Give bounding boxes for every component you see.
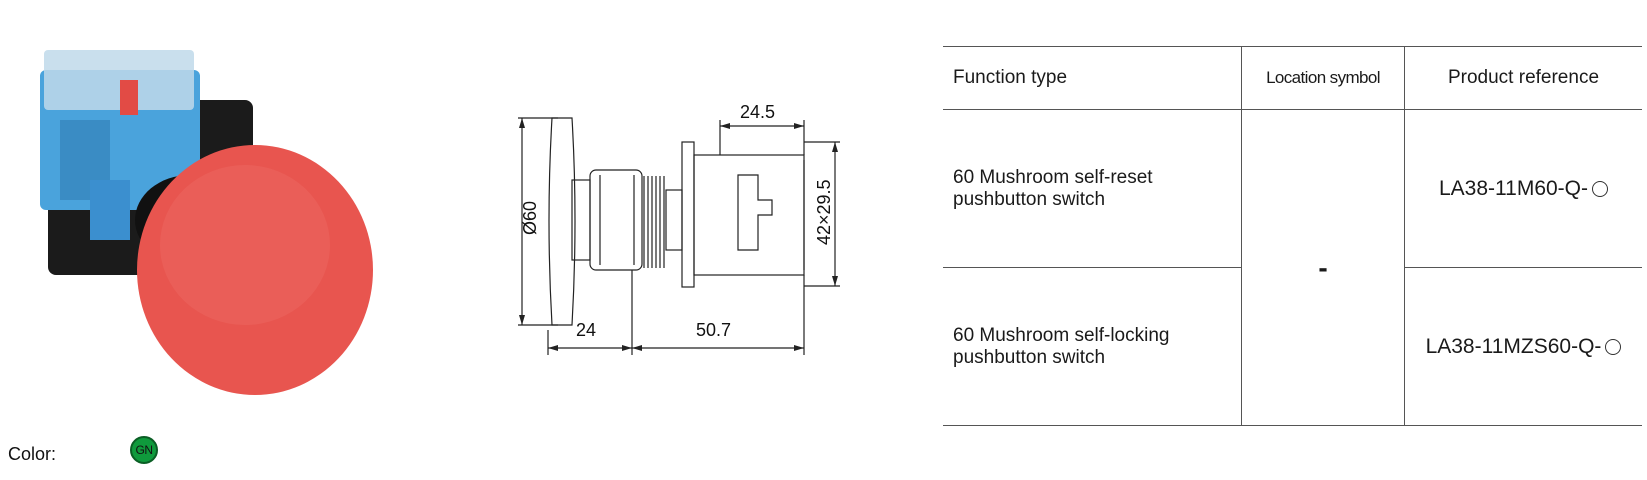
arrow-icon [548,345,558,351]
bezel [589,169,643,271]
table-header-row: Function type Location symbol Product re… [943,46,1642,110]
product-reference-cell: LA38-11M60-Q- [1404,109,1642,268]
spec-table: Function type Location symbol Product re… [943,46,1642,426]
table-row: 60 Mushroom self-locking pushbutton swit… [943,267,1642,426]
circle-placeholder-icon [1592,180,1608,197]
arrow-icon [832,276,838,286]
location-symbol-cell: - [1241,109,1405,426]
arrow-icon [622,345,632,351]
color-swatch-green[interactable]: GN [130,436,158,464]
header-function-type: Function type [943,46,1242,110]
header-location-symbol: Location symbol [1241,46,1405,110]
head-profile [548,117,576,326]
dim-diameter-label: Ø60 [520,201,540,235]
thread-lines [643,176,665,268]
table-row: 60 Mushroom self-reset pushbutton switch… [943,109,1642,426]
dimension-drawing: Ø60 24.5 42×29.5 24 50.7 [518,102,840,355]
arrow-icon [519,315,525,325]
contact-spring [120,80,138,115]
dim-block-size-label: 42×29.5 [814,179,834,245]
function-line: pushbutton switch [953,188,1106,210]
product-reference-value: LA38-11MZS60-Q- [1425,334,1602,358]
block-flange [681,141,695,288]
arrow-icon [832,142,838,152]
contact-block-outline [693,154,805,276]
terminal-clip [90,180,130,240]
circle-placeholder-icon [1605,338,1622,355]
arrow-icon [720,123,730,129]
arrow-icon [794,345,804,351]
arrow-icon [632,345,642,351]
function-type-cell: 60 Mushroom self-locking pushbutton swit… [943,267,1242,426]
function-line: pushbutton switch [953,346,1106,368]
contact-slot [737,174,773,251]
dim-head-depth-label: 24 [576,320,596,340]
function-line: 60 Mushroom self-reset [953,166,1153,188]
product-reference-cell: LA38-11MZS60-Q- [1404,267,1642,426]
arrow-icon [519,118,525,128]
contact-block-cover [44,50,194,110]
dim-body-length-label: 50.7 [696,320,731,340]
color-label: Color: [8,444,57,464]
header-product-reference: Product reference [1404,46,1642,110]
product-reference-value: LA38-11M60-Q- [1438,176,1588,200]
function-type-cell: 60 Mushroom self-reset pushbutton switch [943,109,1242,268]
cap-highlight [160,165,330,325]
nut [665,189,683,251]
product-photo [40,50,373,395]
dim-block-width-label: 24.5 [740,102,775,122]
color-row: Color: GN [8,436,208,472]
function-line: 60 Mushroom self-locking [953,324,1170,346]
mushroom-cap [137,145,373,395]
arrow-icon [794,123,804,129]
location-symbol-value: - [1318,251,1328,283]
